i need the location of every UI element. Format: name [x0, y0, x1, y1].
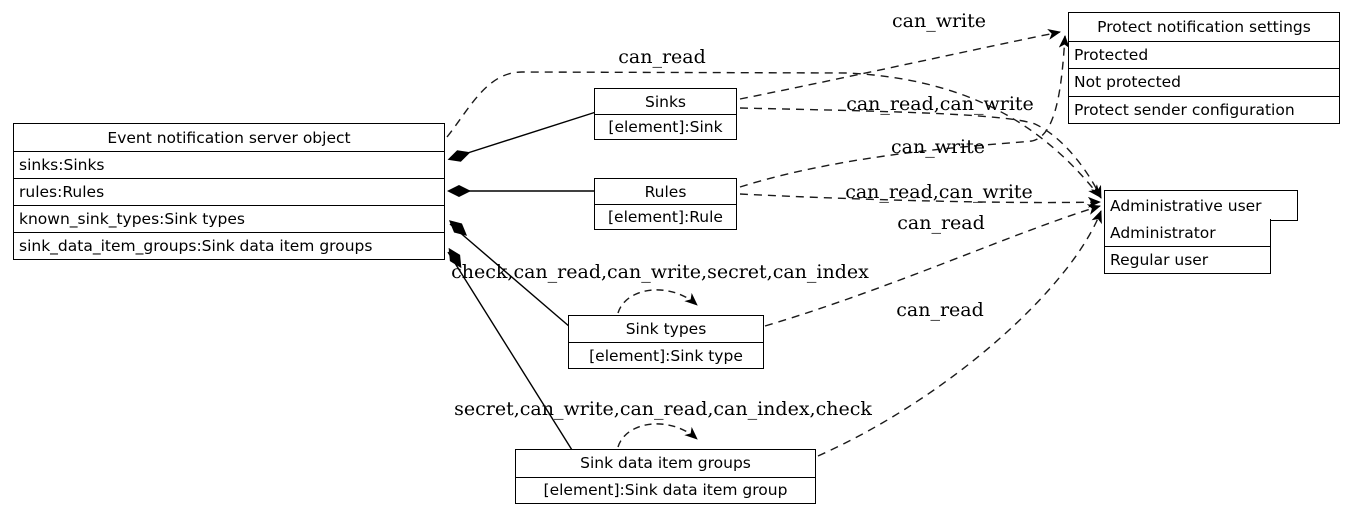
edge-sinks-protect	[739, 28, 1061, 100]
node-sink-data-item-groups: Sink data item groups [element]:Sink dat…	[515, 449, 816, 504]
node-title: Sink types	[625, 320, 707, 338]
field-sinks: sinks:Sinks	[14, 151, 444, 178]
edge-label-sdig-admin: can_read	[896, 299, 984, 321]
node-title: Administrative user	[1110, 196, 1262, 215]
field-element-sink: [element]:Sink	[595, 114, 736, 139]
edge-label-rules-admin: can_read,can_write	[845, 181, 1033, 203]
edge-server-sink-types	[449, 223, 571, 328]
node-protect-notification-settings: Protect notification settings Protected …	[1068, 12, 1340, 124]
edge-sink-types-self-loop	[617, 289, 698, 314]
edge-sinks-admin	[739, 107, 1102, 199]
node-title: Sinks	[644, 92, 687, 111]
node-sinks: Sinks [element]:Sink	[594, 88, 737, 140]
field-sink-data-item-groups: sink_data_item_groups:Sink data item gro…	[14, 232, 444, 259]
field-not-protected: Not protected	[1069, 68, 1339, 96]
field-protected: Protected	[1069, 40, 1339, 69]
field-element-sink-type: [element]:Sink type	[569, 342, 763, 368]
edge-rules-admin	[739, 193, 1101, 208]
composition-diamond-sinks	[447, 150, 471, 162]
node-rules: Rules [element]:Rule	[594, 178, 737, 230]
composition-diamond-rules	[447, 185, 471, 197]
field-element-sink-data-item-group: [element]:Sink data item group	[516, 476, 815, 504]
field-rules: rules:Rules	[14, 178, 444, 205]
field-administrator: Administrator	[1110, 223, 1216, 242]
edge-label-rules-protect: can_write	[890, 136, 986, 158]
node-sink-types: Sink types [element]:Sink type	[568, 315, 764, 369]
field-regular-user: Regular user	[1105, 246, 1270, 273]
node-event-notification-server-object: Event notification server object sinks:S…	[13, 123, 445, 260]
edge-sdig-admin	[817, 210, 1102, 457]
field-element-rule: [element]:Rule	[595, 204, 736, 229]
composition-diamond-sink-types	[448, 220, 468, 236]
edge-label-server-admin: can_read	[618, 46, 706, 68]
edge-label-sink-types-admin: can_read	[897, 212, 985, 234]
composition-diamond-sdig	[448, 247, 462, 269]
field-known-sink-types: known_sink_types:Sink types	[14, 205, 444, 232]
field-protect-sender-configuration: Protect sender configuration	[1069, 95, 1339, 124]
node-title: Protect notification settings	[1097, 17, 1311, 36]
node-title: Event notification server object	[107, 128, 351, 147]
node-title: Rules	[644, 182, 687, 201]
node-administrative-user-fields: Administrator Regular user	[1104, 219, 1271, 274]
edge-label-sdig-self-loop: secret,can_write,can_read,can_index,chec…	[454, 398, 872, 420]
edge-label-sink-types-self-loop: check,can_read,can_write,secret,can_inde…	[451, 261, 869, 283]
node-administrative-user: Administrative user	[1104, 190, 1298, 221]
edge-server-sinks	[451, 111, 597, 159]
edge-server-sdig	[447, 251, 573, 451]
node-title: Sink data item groups	[580, 454, 751, 473]
edge-rules-protect	[739, 35, 1070, 188]
edge-server-admin	[446, 71, 1101, 198]
edge-label-sinks-protect: can_write	[891, 10, 987, 32]
edge-sdig-self-loop	[617, 423, 698, 448]
edge-label-sinks-admin: can_read,can_write	[846, 93, 1034, 115]
